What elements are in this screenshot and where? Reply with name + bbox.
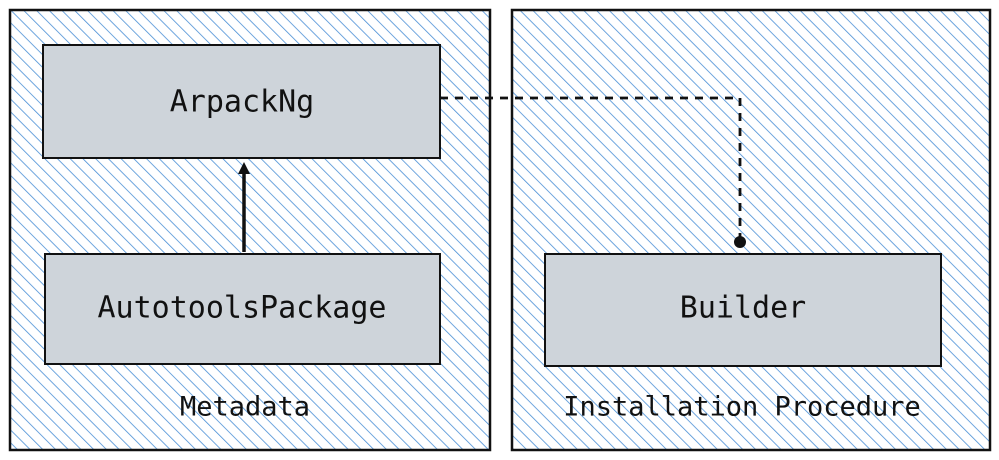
installation-group: Installation Procedure [510, 8, 992, 452]
builder-node-label: Builder [680, 291, 806, 326]
edge-dot-icon [734, 236, 746, 248]
autotools-node-label: AutotoolsPackage [98, 291, 387, 326]
arpack-node-label: ArpackNg [170, 85, 315, 120]
installation-group-label: Installation Procedure [563, 392, 921, 423]
arpack-node[interactable]: ArpackNg [42, 44, 441, 159]
metadata-group-label: Metadata [180, 392, 310, 423]
installation-group-frame [510, 8, 992, 452]
autotools-node[interactable]: AutotoolsPackage [44, 253, 441, 365]
builder-node-box [544, 253, 942, 367]
arpack-node-box [42, 44, 441, 159]
builder-node[interactable]: Builder [544, 253, 942, 367]
autotools-node-box [44, 253, 441, 365]
edge-arpack-to-builder [440, 96, 742, 240]
